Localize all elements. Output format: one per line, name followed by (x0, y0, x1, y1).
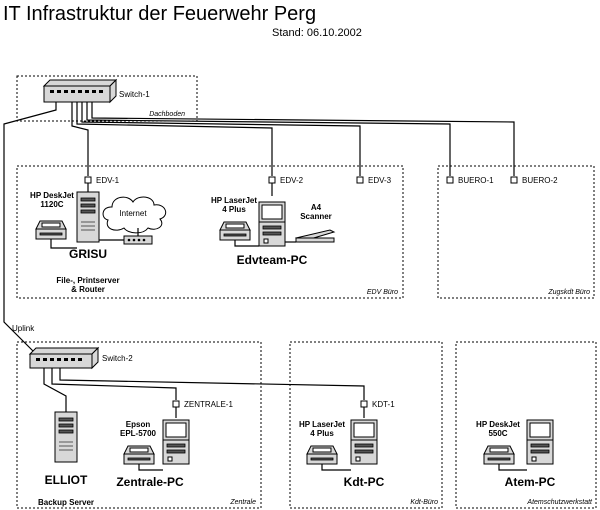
page-title: IT Infrastruktur der Feuerwehr Perg (3, 3, 316, 25)
port-edv-2 (268, 176, 276, 184)
switch-2 (28, 346, 100, 370)
switch-2-label: Switch-2 (102, 354, 133, 363)
grisu-name: GRISU (69, 247, 107, 261)
atem-pc-icon (526, 419, 554, 465)
room-dachboden (16, 75, 198, 122)
switch-2-cables (43, 368, 365, 412)
port-kdt-1-label: KDT-1 (372, 400, 395, 409)
printer-deskjet-1120-line2: 1120C (40, 200, 63, 209)
atem-pc-name: Atem-PC (505, 475, 556, 489)
port-edv-3-label: EDV-3 (368, 176, 392, 185)
scanner-line1: A4 (311, 203, 322, 212)
stand-date: Stand: 06.10.2002 (272, 27, 362, 39)
switch-1-label: Switch-1 (119, 90, 150, 99)
edvteam-pc-name: Edvteam-PC (237, 253, 308, 267)
port-buero-1-label: BUERO-1 (458, 176, 494, 185)
elliot-role: Backup Server (38, 498, 94, 507)
zentrale-pc-name: Zentrale-PC (116, 475, 184, 489)
printer-laserjet-b-line2: 4 Plus (310, 429, 334, 438)
printer-icon (123, 445, 155, 465)
room-dachboden-label: Dachboden (149, 111, 185, 118)
internet-label: Internet (119, 209, 147, 218)
printer-icon (219, 221, 251, 241)
port-edv-3 (356, 176, 364, 184)
room-zugskdt-buero-label: Zugskdt Büro (547, 289, 590, 296)
kdt-pc-icon (350, 419, 378, 465)
printer-icon (306, 445, 338, 465)
printer-epson-line2: EPL-5700 (120, 429, 157, 438)
printer-laserjet-b-line1: HP LaserJet (299, 420, 345, 429)
grisu-role-1: File-, Printserver (56, 276, 119, 285)
printer-epson-line1: Epson (126, 420, 151, 429)
room-kdt-buero (289, 341, 443, 509)
printer-deskjet-550-line2: 550C (488, 429, 507, 438)
internet-cloud-icon (102, 196, 167, 234)
uplink-label: Uplink (12, 324, 35, 333)
printer-icon (35, 220, 67, 240)
port-buero-1 (446, 176, 454, 184)
port-zentrale-1 (172, 400, 180, 408)
room-kdt-buero-label: Kdt-Büro (410, 499, 438, 506)
port-kdt-1 (360, 400, 368, 408)
room-zentrale (16, 341, 262, 509)
zentrale-pc-icon (162, 419, 190, 465)
elliot-name: ELLIOT (45, 473, 88, 487)
kdt-pc-name: Kdt-PC (344, 475, 385, 489)
room-edv-buero (16, 165, 404, 299)
printer-icon (483, 445, 515, 465)
room-atemschutzwerkstatt-label: Atemschutzwerkstatt (526, 499, 593, 506)
room-zentrale-label: Zentrale (229, 499, 256, 506)
room-atemschutzwerkstatt (455, 341, 597, 509)
port-buero-2 (510, 176, 518, 184)
port-edv-2-label: EDV-2 (280, 176, 304, 185)
elliot-server-icon (54, 411, 78, 463)
port-zentrale-1-label: ZENTRALE-1 (184, 400, 233, 409)
printer-deskjet-1120-line1: HP DeskJet (30, 191, 74, 200)
room-edv-buero-label: EDV Büro (367, 289, 398, 296)
switch-1-cables (3, 102, 515, 353)
grisu-role-2: & Router (71, 285, 105, 294)
room-zugskdt-buero (437, 165, 595, 299)
port-edv-1 (84, 176, 92, 184)
scanner-line2: Scanner (300, 212, 332, 221)
printer-laserjet-a-line2: 4 Plus (222, 205, 246, 214)
printer-deskjet-550-line1: HP DeskJet (476, 420, 520, 429)
port-edv-1-label: EDV-1 (96, 176, 120, 185)
grisu-server-icon (76, 191, 100, 243)
scanner-icon (295, 229, 336, 243)
port-buero-2-label: BUERO-2 (522, 176, 558, 185)
printer-laserjet-a-line1: HP LaserJet (211, 196, 257, 205)
modem-icon (123, 235, 153, 245)
switch-1 (42, 78, 118, 104)
edvteam-pc-icon (258, 201, 286, 247)
